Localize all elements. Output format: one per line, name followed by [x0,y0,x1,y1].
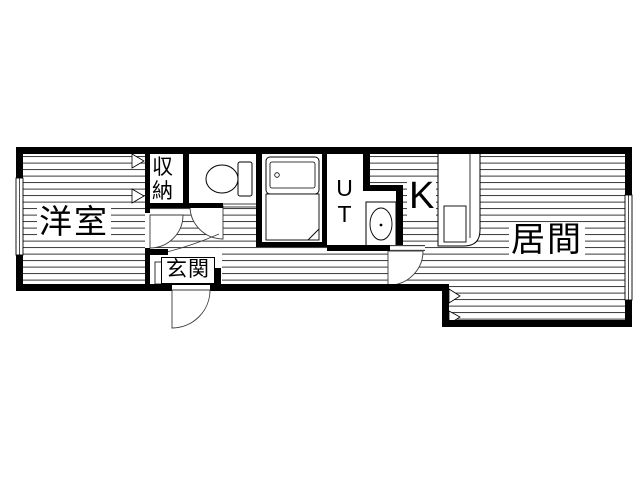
room-label-utility: UT [336,175,353,228]
break-marker-icon [131,188,145,204]
wall-right-lower [625,300,632,327]
kitchen-sink [443,205,467,243]
wall-entrance-stub-h [145,249,168,255]
wall-bath-bottom [256,242,327,247]
toilet-door-arc [189,205,224,240]
room-label-living-room: 居間 [509,221,585,259]
entrance-door-arc [171,289,211,329]
wall-ut-bottom [327,245,390,251]
wall-washbasin-right [396,191,403,247]
toilet-icon [205,161,253,197]
door-swings [149,205,424,286]
wall-right-upper [625,147,632,195]
wall-left-lower [16,255,23,291]
room-label-entrance: 玄関 [161,257,215,285]
wall-bottom-left [16,284,172,291]
western-room-door-arc [149,214,184,249]
wall-entrance-stub-v [215,268,221,291]
wall-storage-right [183,153,189,208]
bathroom-door-mark [307,228,320,241]
wall-ut-kitchen-v [363,153,370,191]
room-label-western-room: 洋室 [37,203,111,240]
washbasin-icon [365,201,397,247]
room-label-kitchen: K [407,175,437,217]
break-marker-icon [131,153,145,169]
room-label-storage: 収納 [151,156,174,204]
hatch-living-lower [449,284,625,320]
wall-ut-kitchen-h [363,185,403,191]
wall-bath-left [256,153,262,247]
windows [15,177,633,301]
entrance-door-opening [172,283,210,292]
wall-western-right-lower [145,248,150,291]
wall-top [16,147,632,154]
wall-bath-right [322,153,327,247]
wall-step [442,284,449,327]
bathroom-floor [265,193,320,241]
bathtub-icon [265,156,320,241]
wall-storage-toilet-bottom [145,203,223,208]
fixtures [154,152,481,285]
wall-left-upper [16,147,23,178]
floor-hatching [23,154,625,320]
wall-bottom-mid [210,284,448,291]
kitchen-counter-icon [437,152,481,247]
wall-western-right-upper [145,153,150,213]
walls [16,147,632,327]
entrance-step-curve [166,233,220,253]
wall-bottom-lower [442,320,632,327]
